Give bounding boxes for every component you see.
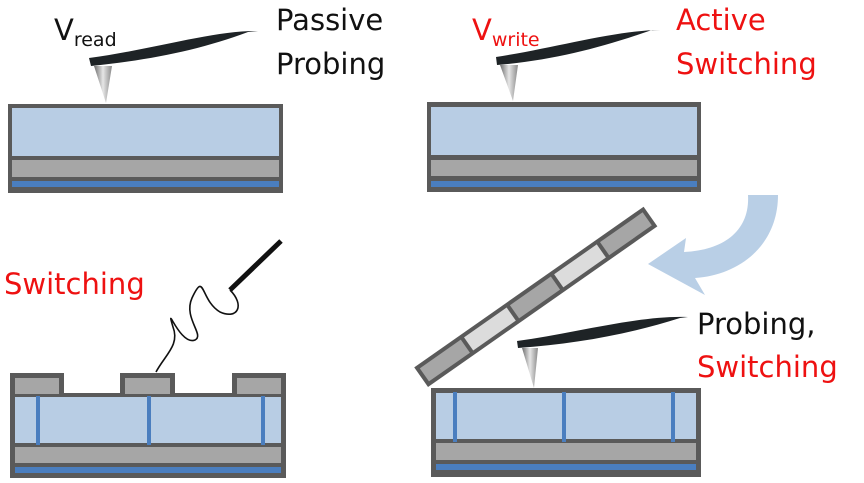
panel-active-switching: Vwrite Active Switching xyxy=(427,3,817,192)
domain-wall xyxy=(453,392,457,442)
mode-label-line2: Probing xyxy=(276,47,385,81)
mode-label-line2: Switching xyxy=(676,47,817,81)
voltage-label: Vwrite xyxy=(472,13,540,51)
sample-stack xyxy=(427,102,701,192)
domain-wall xyxy=(147,396,151,445)
mode-label-line1: Active xyxy=(676,3,766,37)
cantilever xyxy=(89,30,258,66)
mode-label-line1: Passive xyxy=(276,3,383,37)
mode-label-line1: Probing, xyxy=(697,307,815,341)
lid-segment xyxy=(464,307,516,351)
cantilever xyxy=(496,29,664,65)
lid-segment xyxy=(554,244,606,288)
top-pad-fill xyxy=(237,378,281,394)
substrate-layer xyxy=(12,160,279,177)
probe-tip xyxy=(94,66,112,103)
domain-wall xyxy=(261,396,265,445)
bottom-electrode xyxy=(12,181,279,187)
sample-stack xyxy=(431,388,701,477)
film-layer xyxy=(12,108,279,156)
bottom-electrode xyxy=(15,467,281,473)
curved-arrow-icon xyxy=(648,195,778,295)
bottom-electrode xyxy=(436,464,696,470)
afm-probe xyxy=(496,29,664,101)
lid-segment xyxy=(419,339,470,382)
probe-tip xyxy=(522,348,538,388)
afm-probe xyxy=(517,316,688,388)
sample-stack xyxy=(8,104,283,193)
lid-segment xyxy=(509,276,561,319)
top-pad-fill xyxy=(125,378,170,394)
lifted-top-layer xyxy=(414,206,658,387)
substrate-layer xyxy=(431,160,697,176)
domain-wall xyxy=(36,396,40,445)
panel-probing-switching: Probing, Switching xyxy=(414,206,838,477)
coiled-wire xyxy=(155,285,239,373)
substrate-layer xyxy=(436,443,696,460)
bottom-electrode xyxy=(431,181,697,187)
voltage-label: Vread xyxy=(54,13,117,51)
panel-switching-wired: Switching xyxy=(4,239,286,478)
top-pad-fill xyxy=(15,378,59,394)
substrate-layer xyxy=(15,447,281,463)
mode-label-line2: Switching xyxy=(697,350,838,384)
mode-label: Switching xyxy=(4,267,145,301)
lid-segment xyxy=(600,212,652,256)
panel-passive-probing: Vread Passive Probing xyxy=(8,3,385,193)
cantilever xyxy=(517,316,688,348)
domain-wall xyxy=(562,392,566,442)
film-layer xyxy=(431,107,697,155)
probe-tip xyxy=(500,65,518,101)
domain-wall xyxy=(671,392,675,442)
probe-rod xyxy=(228,239,283,292)
wire-probe xyxy=(155,239,283,373)
afm-probe xyxy=(89,30,258,103)
sample-stack xyxy=(10,373,286,478)
